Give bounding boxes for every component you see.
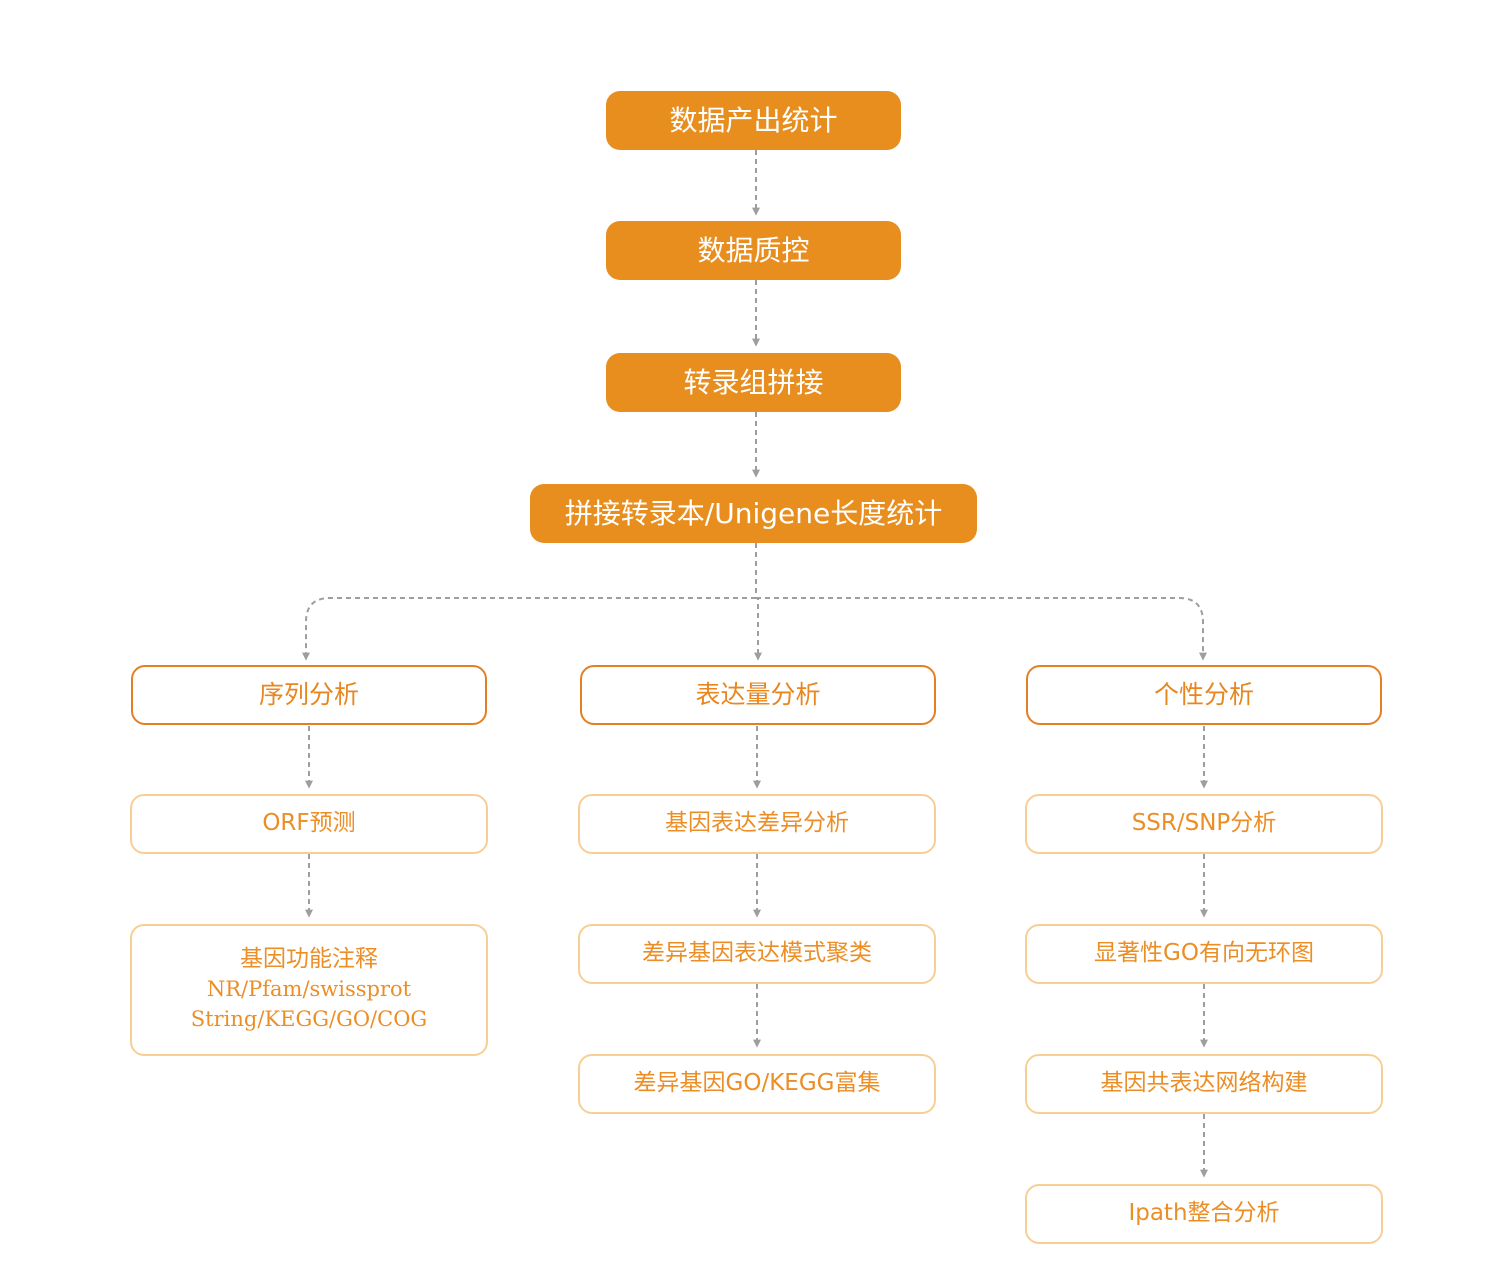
step-go-kegg-enrichment: 差异基因GO/KEGG富集 bbox=[578, 1054, 936, 1114]
step-go-dag: 显著性GO有向无环图 bbox=[1025, 924, 1383, 984]
unigene-length-stats-step: 拼接转录本/Unigene长度统计 bbox=[530, 484, 977, 543]
step-ssr-snp-analysis: SSR/SNP分析 bbox=[1025, 794, 1383, 854]
data-output-stats-step: 数据产出统计 bbox=[606, 91, 901, 150]
branch-expression-analysis: 表达量分析 bbox=[580, 665, 936, 725]
step-gene-annotation: 基因功能注释 NR/Pfam/swissprot String/KEGG/GO/… bbox=[130, 924, 488, 1056]
branch-connector-right bbox=[756, 597, 1207, 661]
transcriptome-assembly-step: 转录组拼接 bbox=[606, 353, 901, 412]
step-coexpression-network: 基因共表达网络构建 bbox=[1025, 1054, 1383, 1114]
step-gene-annotation-title: 基因功能注释 bbox=[240, 945, 378, 972]
step-orf-prediction: ORF预测 bbox=[130, 794, 488, 854]
data-qc-step: 数据质控 bbox=[606, 221, 901, 280]
branch-connector-center bbox=[754, 543, 762, 661]
annotation-databases-line-1: NR/Pfam/swissprot bbox=[206, 977, 412, 1002]
step-expression-pattern-clustering: 差异基因表达模式聚类 bbox=[578, 924, 936, 984]
branch-connector-left bbox=[302, 597, 756, 661]
branch-sequence-analysis: 序列分析 bbox=[131, 665, 487, 725]
annotation-databases-line-2: String/KEGG/GO/COG bbox=[190, 1006, 428, 1031]
branch-custom-analysis: 个性分析 bbox=[1026, 665, 1382, 725]
step-ipath-integration: Ipath整合分析 bbox=[1025, 1184, 1383, 1244]
step-differential-expression: 基因表达差异分析 bbox=[578, 794, 936, 854]
